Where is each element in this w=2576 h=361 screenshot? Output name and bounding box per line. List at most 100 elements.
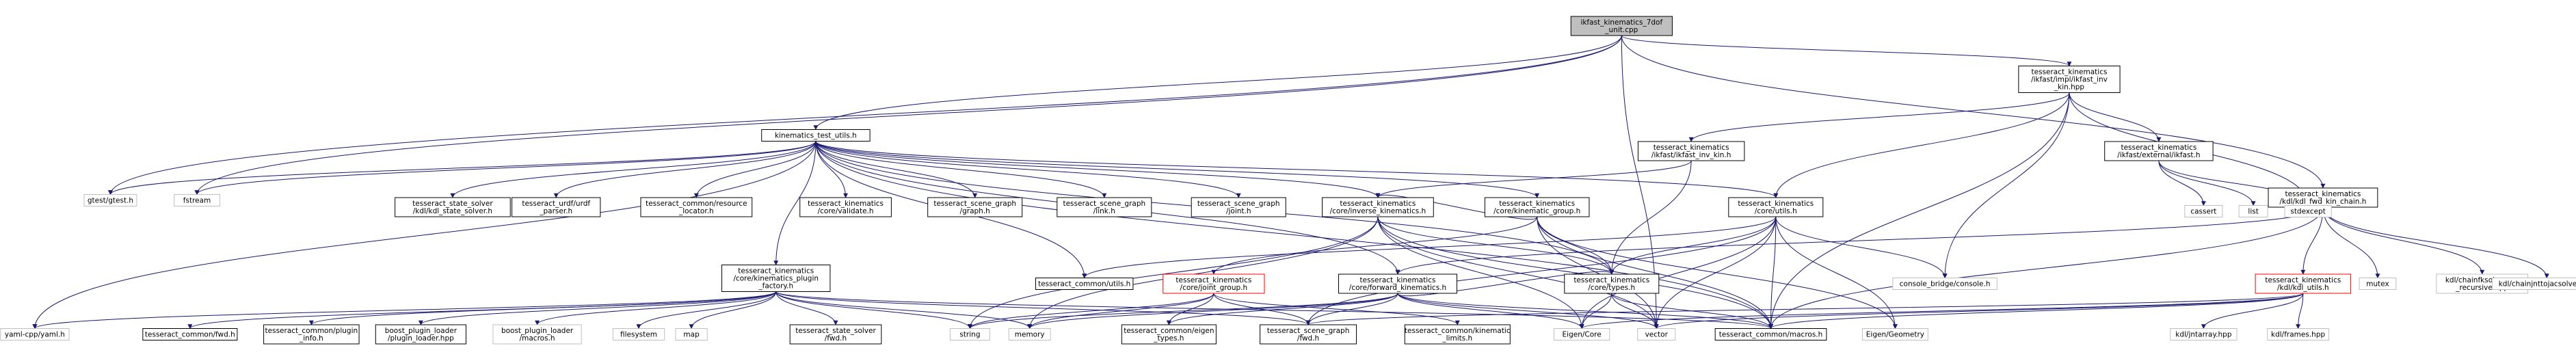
node-plugin_info[interactable]: tesseract_common/plugin_info.h (263, 324, 360, 345)
node-urdf_parser[interactable]: tesseract_urdf/urdf_parser.h (512, 197, 601, 217)
node-sg_joint[interactable]: tesseract_scene_graph/joint.h (1191, 197, 1286, 217)
edge-plugin_factory-to-filesystem (636, 291, 777, 330)
edge-line (775, 291, 972, 330)
node-eigen_geom[interactable]: Eigen/Geometry (1861, 328, 1928, 340)
edge-line (1621, 35, 2072, 67)
node-label: /graph.h (960, 207, 990, 215)
node-box (1861, 328, 1928, 340)
edge-inv_kin-to-vector (1377, 216, 1659, 330)
node-ktu[interactable]: kinematics_test_utils.h (761, 129, 871, 142)
edge-line (775, 291, 1311, 325)
edge-ktu-to-yaml (32, 141, 816, 330)
node-label: tesseract_kinematics (1654, 144, 1729, 152)
node-kdl_utils[interactable]: tesseract_kinematics/kdl/kdl_utils.h (2255, 273, 2352, 294)
node-box (612, 328, 665, 340)
edge-root-to-ikfast_inv_impl (1621, 35, 2072, 67)
node-filesystem[interactable]: filesystem (612, 328, 665, 340)
node-box (1637, 328, 1676, 340)
node-fstream[interactable]: fstream (174, 194, 220, 206)
node-label: tesseract_kinematics (2285, 190, 2361, 198)
edge-line (108, 35, 1622, 196)
edge-root-to-ktu (813, 35, 1622, 131)
node-boost_macros[interactable]: boost_plugin_loader/macros.h (492, 324, 582, 345)
node-ikfast_inv_impl[interactable]: tesseract_kinematics/ikfast/impl/ikfast_… (2018, 66, 2121, 93)
node-console_bridge[interactable]: console_bridge/console.h (1892, 278, 1997, 290)
node-label: tesseract_kinematics (1176, 276, 1251, 284)
node-sg_link[interactable]: tesseract_scene_graph/link.h (1057, 197, 1152, 217)
edge-line (1775, 216, 1898, 330)
node-frames[interactable]: kdl/frames.hpp (2267, 328, 2330, 340)
node-eigen_core[interactable]: Eigen/Core (1553, 328, 1610, 340)
node-common_macros[interactable]: tesseract_common/macros.h (1714, 328, 1827, 340)
node-fwd_kin[interactable]: tesseract_kinematics/core/forward_kinema… (1338, 273, 1457, 294)
node-boost_loader[interactable]: boost_plugin_loader/plugin_loader.hpp (375, 324, 466, 345)
node-ss_fwd[interactable]: tesseract_state_solver/fwd.h (789, 324, 882, 345)
node-list[interactable]: list (2238, 205, 2268, 217)
node-common_utils[interactable]: tesseract_common/utils.h (1035, 278, 1134, 290)
node-plugin_factory[interactable]: tesseract_kinematics/core/kinematics_plu… (721, 265, 831, 292)
node-sg_fwd[interactable]: tesseract_scene_graph/fwd.h (1260, 324, 1357, 345)
edge-kdl_utils-to-sg_fwd (1305, 293, 2304, 325)
node-core_types[interactable]: tesseract_kinematics/core/types.h (1564, 273, 1660, 294)
node-box (2104, 141, 2214, 161)
node-label: /core/kinematics_plugin (733, 275, 819, 283)
node-kdl_fwd[interactable]: tesseract_kinematics/kdl/kdl_fwd_kin_cha… (2268, 187, 2378, 208)
edge-plugin_factory-to-ss_fwd (775, 291, 838, 325)
node-mutex[interactable]: mutex (2359, 278, 2397, 290)
node-label: /kdl/kdl_state_solver.h (413, 207, 492, 215)
node-label: tesseract_common/utils.h (1038, 280, 1130, 289)
node-box (1322, 197, 1434, 217)
node-label: tesseract_common/kinematic (1405, 327, 1511, 335)
edge-plugin_factory-to-sg_fwd (775, 291, 1311, 325)
node-jntarray[interactable]: kdl/jntarray.hpp (2170, 328, 2238, 340)
edge-ktu-to-sg_graph (815, 141, 978, 198)
node-gtest[interactable]: gtest/gtest.h (83, 194, 137, 206)
edge-ikfast_inv_impl-to-core_utils (1773, 92, 2070, 198)
node-map[interactable]: map (675, 328, 708, 340)
node-box (949, 328, 990, 340)
node-string[interactable]: string (949, 328, 990, 340)
node-ikfast_inv_kin[interactable]: tesseract_kinematics/ikfast/ikfast_inv_k… (1637, 141, 1745, 161)
node-ikfast_ext[interactable]: tesseract_kinematics/ikfast/external/ikf… (2104, 141, 2214, 161)
edge-line (32, 141, 816, 330)
node-label: /core/types.h (1588, 284, 1635, 292)
node-yaml[interactable]: yaml-cpp/yaml.h (0, 328, 70, 340)
node-core_utils[interactable]: tesseract_kinematics/core/utils.h (1728, 197, 1824, 217)
node-label: stdexcept (2290, 208, 2326, 216)
node-stdexcept[interactable]: stdexcept (2284, 205, 2332, 217)
edge-kin_group-to-common_macros (1537, 216, 1774, 330)
node-resource_locator[interactable]: tesseract_common/resource_locator.h (640, 197, 753, 217)
node-kin_group[interactable]: tesseract_kinematics/core/kinematic_grou… (1484, 197, 1590, 217)
node-label: /ikfast/impl/ikfast_inv (2031, 76, 2108, 84)
node-root[interactable]: ikfast_kinematics_7dof_unit.cpp (1570, 16, 1673, 36)
node-sg_graph[interactable]: tesseract_scene_graph/graph.h (927, 197, 1023, 217)
node-memory[interactable]: memory (1008, 328, 1051, 340)
edge-line (815, 141, 1381, 198)
node-joint_group[interactable]: tesseract_kinematics/core/joint_group.h (1163, 273, 1265, 294)
edge-line (1377, 216, 1773, 330)
node-inv_kin[interactable]: tesseract_kinematics/core/inverse_kinema… (1322, 197, 1434, 217)
edge-kin_group-to-inv_kin (1375, 193, 1538, 220)
edge-line (1397, 269, 1615, 297)
node-label: _types.h (1153, 334, 1184, 343)
node-label: /macros.h (520, 334, 555, 343)
node-label: mutex (2366, 280, 2389, 289)
edge-core_types-to-eigen_core (1579, 293, 1612, 330)
node-cassert[interactable]: cassert (2184, 205, 2223, 217)
edge-line (1688, 92, 2070, 142)
edge-line (1082, 216, 1777, 279)
node-common_fwd[interactable]: tesseract_common/fwd.h (142, 328, 238, 340)
node-validate[interactable]: tesseract_kinematics/core/validate.h (799, 197, 892, 217)
node-box (142, 328, 238, 340)
node-label: list (2248, 208, 2258, 216)
node-label: /kdl/kdl_utils.h (2277, 284, 2329, 292)
node-label: tesseract_kinematics (1574, 276, 1649, 284)
node-eigen_types[interactable]: tesseract_common/eigen_types.h (1121, 324, 1217, 345)
node-label: /kdl/kdl_fwd_kin_chain.h (2279, 198, 2366, 206)
node-vector[interactable]: vector (1637, 328, 1676, 340)
edge-line (1768, 206, 2324, 330)
node-kin_limits[interactable]: tesseract_common/kinematic_limits.h (1404, 324, 1511, 345)
node-chainjnt[interactable]: kdl/chainjnttojacsolver.hpp (2491, 278, 2576, 290)
node-box (2170, 328, 2238, 340)
node-kdl_state_solver[interactable]: tesseract_state_solver/kdl/kdl_state_sol… (395, 197, 511, 217)
